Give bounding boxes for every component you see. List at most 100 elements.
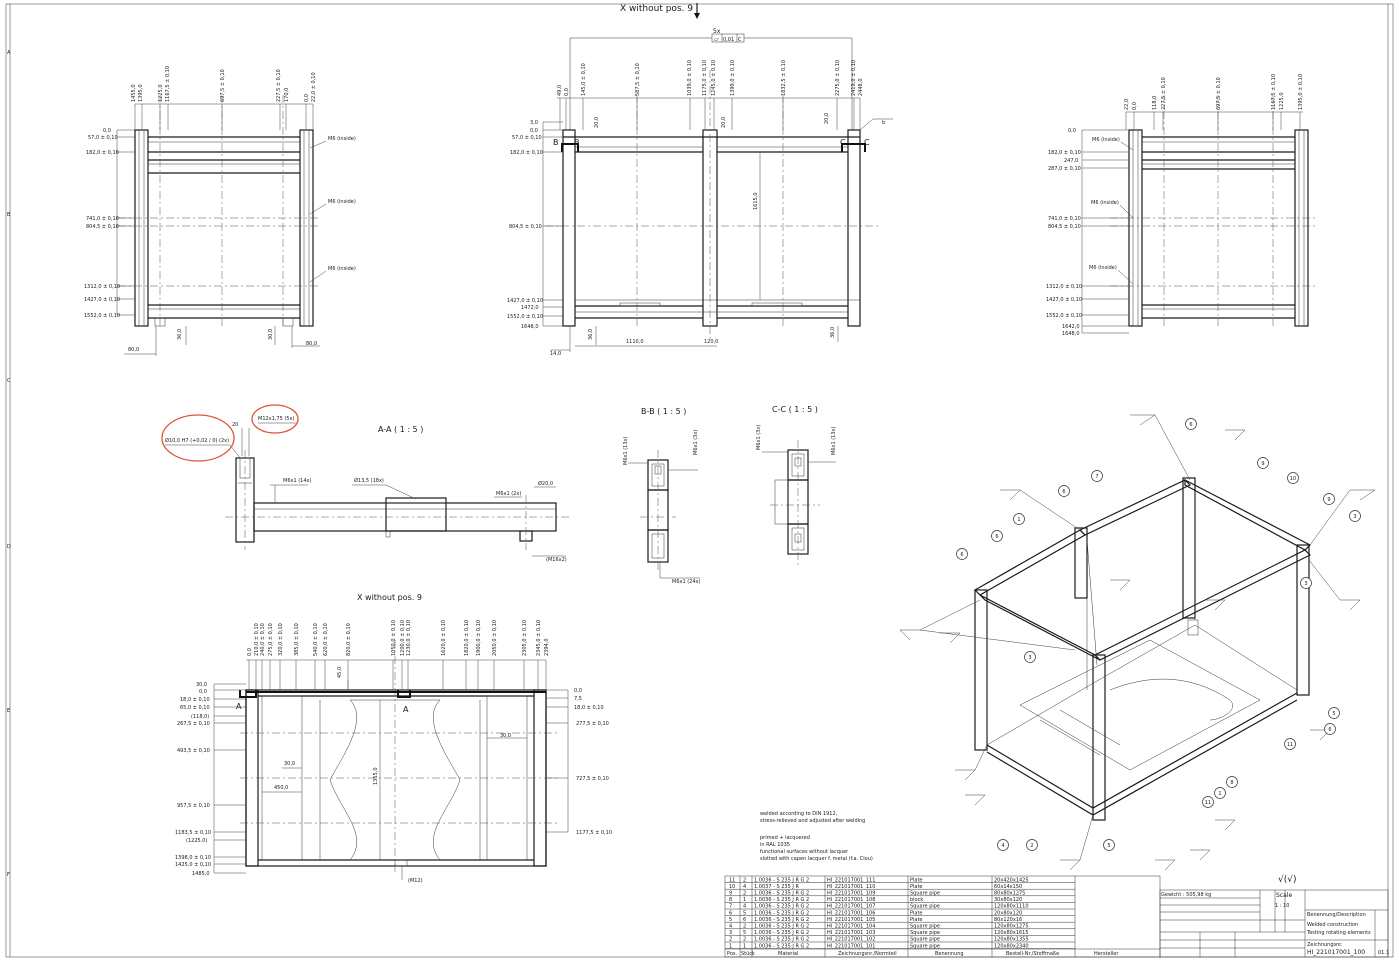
svg-text:M6x1 (2x): M6x1 (2x): [496, 491, 521, 497]
position-balloon: [956, 548, 968, 560]
view-arrow-icon: [694, 3, 700, 19]
note-line: welded according to DIN 1912,: [760, 811, 838, 817]
svg-text:587,5 ± 0,10: 587,5 ± 0,10: [635, 63, 641, 96]
bom-cell: 20x80x120: [994, 910, 1022, 916]
position-balloon-label: 1: [1017, 517, 1020, 523]
svg-text:2419,0 ± 0,10: 2419,0 ± 0,10: [851, 60, 857, 96]
position-balloon: [1058, 485, 1070, 497]
position-balloon: [1257, 457, 1269, 469]
svg-text:30,0: 30,0: [268, 329, 274, 340]
svg-text:1648,0: 1648,0: [1062, 331, 1080, 337]
bom-cell: 2: [743, 877, 746, 883]
svg-text:0,0: 0,0: [247, 648, 253, 656]
bom-cell: Square pipe: [910, 930, 940, 936]
section-cc-callouts: M6x1 (3x) M6x1 (13x): [756, 425, 837, 463]
svg-text:20: 20: [232, 422, 238, 428]
position-balloon: [1103, 839, 1115, 851]
svg-text:1395,0 ± 0,10: 1395,0 ± 0,10: [1298, 74, 1304, 110]
note-line: in RAL 1035: [760, 842, 790, 848]
weight-label: Gewicht : 505,98 kg: [1161, 892, 1211, 898]
svg-text:Ø10,0 H7 (+0,02 / 0) (2x): Ø10,0 H7 (+0,02 / 0) (2x): [165, 437, 229, 444]
bom-cell: 1.0036 - S 235 J R G 2: [754, 930, 809, 936]
position-balloon: [991, 530, 1003, 542]
svg-text:1167,5 ± 0,10: 1167,5 ± 0,10: [165, 66, 171, 102]
drawing-notes: welded according to DIN 1912, stress-rel…: [760, 811, 873, 862]
signature-mark: √(√): [1278, 874, 1297, 885]
position-balloon-label: 3: [1304, 581, 1307, 587]
position-balloon: [1214, 787, 1226, 799]
svg-text:18,0 ± 0,10: 18,0 ± 0,10: [180, 697, 210, 703]
bom-header-name: Benennung: [935, 951, 964, 957]
bom-cell: Plate: [910, 910, 923, 916]
bom-cell: Plate: [910, 877, 923, 883]
svg-text:M6x1 (13x): M6x1 (13x): [831, 427, 837, 455]
top-view-right-dimensions: 0,0 7,5 18,0 ± 0,10 277,5 ± 0,10 727,5 ±…: [546, 688, 612, 836]
svg-text:M6 (inside): M6 (inside): [328, 136, 356, 142]
svg-text:320,0 ± 0,10: 320,0 ± 0,10: [278, 623, 284, 656]
svg-text:⏥: ⏥: [714, 36, 719, 43]
svg-text:0,0: 0,0: [1132, 102, 1138, 110]
bom-cell: 6: [729, 910, 732, 916]
svg-text:2448,0: 2448,0: [858, 79, 864, 97]
svg-text:M6 (inside): M6 (inside): [328, 266, 356, 272]
bom-cell: 80x80x1275: [994, 891, 1025, 897]
section-aa-title: A-A ( 1 : 5 ): [378, 425, 423, 434]
svg-text:820,0 ± 0,10: 820,0 ± 0,10: [346, 623, 352, 656]
bom-cell: 5: [743, 910, 746, 916]
position-balloon: [1202, 796, 1214, 808]
bom-cell: 9: [729, 891, 732, 897]
bom-cell: 5: [729, 917, 732, 923]
bom-cell: 1: [743, 897, 746, 903]
right-view-left-dimensions: 0,0 182,0 ± 0,10 247,0 287,0 ± 0,10 741,…: [1046, 128, 1129, 337]
svg-text:804,5 ± 0,10: 804,5 ± 0,10: [509, 224, 542, 230]
front-view: [118, 95, 320, 327]
bom-cell: 4: [729, 924, 732, 930]
svg-text:1900,0 ± 0,10: 1900,0 ± 0,10: [476, 620, 482, 656]
section-cc-title: C-C ( 1 : 5 ): [772, 405, 818, 414]
svg-text:804,5 ± 0,10: 804,5 ± 0,10: [86, 224, 119, 230]
svg-text:277,5 ± 0,10: 277,5 ± 0,10: [576, 721, 609, 727]
svg-text:385,0 ± 0,10: 385,0 ± 0,10: [294, 623, 300, 656]
bom-cell: 1: [729, 943, 732, 949]
front-view-bottom-dimensions: 80,0 36,0 30,0 80,0: [124, 326, 320, 356]
svg-text:1225,0: 1225,0: [158, 85, 164, 103]
svg-text:493,5 ± 0,10: 493,5 ± 0,10: [177, 748, 210, 754]
bom-cell: Square pipe: [910, 924, 940, 930]
position-balloon-label: 3: [1353, 514, 1356, 520]
scale-label: Scale: [1276, 892, 1292, 899]
svg-text:1050,0 ± 0,10: 1050,0 ± 0,10: [391, 620, 397, 656]
svg-text:1552,0 ± 0,10: 1552,0 ± 0,10: [507, 314, 543, 320]
svg-text:1427,0 ± 0,10: 1427,0 ± 0,10: [1046, 297, 1082, 303]
sheet-border: [5, 3, 1394, 958]
row-letter-b: B: [7, 212, 11, 218]
bom-cell: 5: [743, 930, 746, 936]
svg-text:80,0: 80,0: [128, 347, 139, 353]
position-balloon: [1287, 472, 1299, 484]
center-view: 1615,0 20,0 20,0 20,0: [545, 70, 880, 340]
title-block-text: Gewicht : 505,98 kg Scale 1 : 10 Benennu…: [1161, 892, 1389, 956]
svg-text:36,0: 36,0: [588, 329, 594, 340]
position-balloon: [1284, 738, 1296, 750]
svg-text:741,0 ± 0,10: 741,0 ± 0,10: [86, 216, 119, 222]
bom-cell: 1.0036 - S 235 J R G 2: [754, 910, 809, 916]
section-cc: [770, 440, 820, 565]
bom-cell: 80x120x16: [994, 917, 1022, 923]
position-balloon-label: 6: [1062, 489, 1065, 495]
highlight-ellipse: [251, 404, 299, 434]
svg-text:267,5 ± 0,10: 267,5 ± 0,10: [177, 721, 210, 727]
svg-text:182,0 ± 0,10: 182,0 ± 0,10: [1048, 150, 1081, 156]
bom-cell: Plate: [910, 917, 923, 923]
svg-text:0,0: 0,0: [304, 94, 310, 102]
title-block: [1159, 889, 1389, 958]
bom-cell: 1.0036 - S 235 J R G 2: [754, 891, 809, 897]
svg-text:7,5: 7,5: [574, 696, 582, 702]
svg-text:450,0: 450,0: [274, 785, 288, 791]
front-view-left-dimensions: 0,0 57,0 ± 0,10 182,0 ± 0,10 741,0 ± 0,1…: [84, 128, 135, 319]
view-title-top: X without pos. 9: [620, 4, 693, 14]
svg-text:118,0: 118,0: [1152, 96, 1158, 110]
svg-text:1395,0: 1395,0: [138, 85, 144, 103]
svg-text:C: C: [840, 138, 846, 147]
drawing-number: HI_221017001_100: [1307, 949, 1365, 956]
bom-cell: HI_221017001_109: [827, 891, 875, 897]
